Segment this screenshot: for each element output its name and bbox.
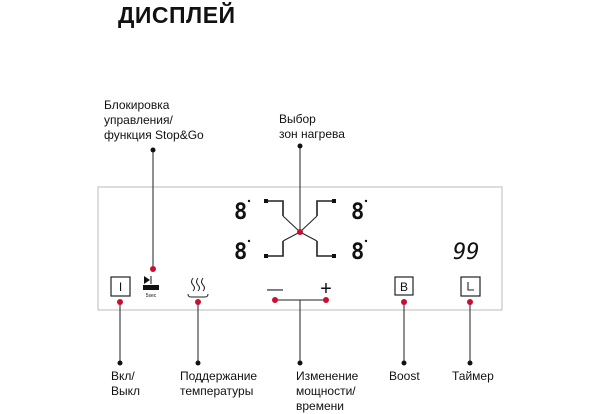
lock-stopgo-icon[interactable]: 5sec xyxy=(143,276,159,299)
power-button-icon[interactable] xyxy=(110,276,131,297)
callout-dot xyxy=(297,143,303,149)
callout-dot xyxy=(150,147,156,153)
minus-button[interactable]: — xyxy=(267,281,283,298)
zone-digit-bottom-left[interactable]: 8 xyxy=(234,240,247,265)
zone-marker-icon xyxy=(332,199,336,203)
page-title: ДИСПЛЕЙ xyxy=(118,2,236,28)
zone-dot-icon xyxy=(247,239,251,243)
label-keep-warm: Поддержание температуры xyxy=(180,369,258,398)
stopgo-text: 5sec xyxy=(146,293,157,299)
zone-digit-top-right[interactable]: 8 xyxy=(351,200,364,225)
callout-dot xyxy=(467,360,473,366)
zone-dot-icon xyxy=(364,199,368,203)
zone-marker-icon xyxy=(264,254,268,258)
accent-dot-plus xyxy=(323,297,329,303)
accent-dot-keep-warm xyxy=(195,299,201,305)
zone-bracket-bottom-left[interactable] xyxy=(267,241,284,257)
zone-bracket-top-left[interactable] xyxy=(267,200,284,216)
accent-dot-timer xyxy=(467,299,473,305)
zone-dot-icon xyxy=(364,239,368,243)
label-zones: Выбор зон нагрева xyxy=(279,112,345,141)
zone-dot-icon xyxy=(247,199,251,203)
accent-dot-minus xyxy=(272,297,278,303)
accent-dot-power xyxy=(117,299,123,305)
accent-dot-lock xyxy=(150,266,156,272)
callout-dot xyxy=(117,360,123,366)
steam-icon[interactable] xyxy=(187,277,209,298)
power-button-label: I xyxy=(119,280,122,294)
timer-display: 99 xyxy=(453,240,480,265)
plus-button[interactable]: + xyxy=(320,278,332,300)
timer-glyph xyxy=(467,282,474,291)
callout-dot xyxy=(195,360,201,366)
callout-dot xyxy=(401,360,407,366)
accent-dot-zones xyxy=(297,229,303,235)
zone-marker-icon xyxy=(264,199,268,203)
boost-button-label: B xyxy=(400,280,408,294)
zone-digit-top-left[interactable]: 8 xyxy=(234,200,247,225)
zone-bracket-top-right[interactable] xyxy=(316,200,333,216)
label-power: Вкл/ Выкл xyxy=(111,369,141,398)
label-boost: Boost xyxy=(389,369,420,383)
label-timer: Таймер xyxy=(452,369,494,383)
callout-dot xyxy=(297,360,303,366)
zone-bracket-bottom-right[interactable] xyxy=(316,241,333,257)
zone-digit-bottom-right[interactable]: 8 xyxy=(351,240,364,265)
label-lock: Блокировка управления/ функция Stop&Go xyxy=(104,98,204,142)
timer-icon[interactable] xyxy=(460,276,481,297)
zone-marker-icon xyxy=(332,254,336,258)
boost-icon[interactable] xyxy=(394,276,414,296)
accent-dot-boost xyxy=(401,299,407,305)
